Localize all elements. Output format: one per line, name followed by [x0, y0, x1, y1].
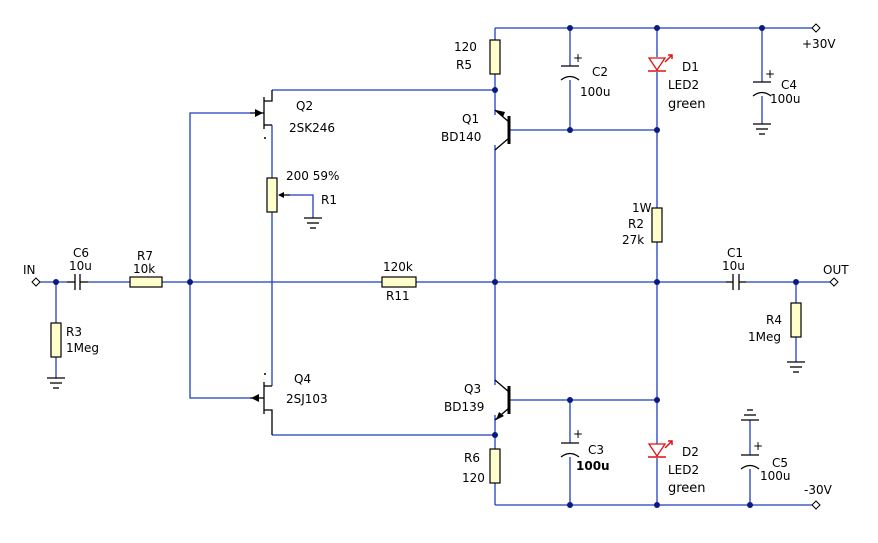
- npn-transistor-q3[interactable]: [494, 379, 511, 421]
- resistor-r7[interactable]: [129, 276, 163, 288]
- r6-value: 120: [462, 471, 485, 485]
- r5-name: R5: [456, 58, 472, 72]
- r11-value: 120k: [383, 260, 413, 274]
- q4-part: 2SJ103: [286, 392, 328, 406]
- c5-value: 100u: [760, 469, 791, 483]
- d2-part: LED2: [668, 463, 699, 477]
- q3-part: BD139: [444, 400, 484, 414]
- led-d2[interactable]: [647, 440, 673, 458]
- output-terminal[interactable]: [829, 277, 839, 287]
- c3-value: 100u: [576, 459, 610, 473]
- c2-value: 100u: [580, 85, 611, 99]
- d1-color: green: [668, 97, 706, 112]
- resistor-r4[interactable]: [790, 302, 802, 338]
- potentiometer-r1[interactable]: [266, 177, 290, 213]
- capacitor-c2[interactable]: +: [560, 51, 583, 81]
- led-d1[interactable]: [647, 54, 673, 72]
- q4-name: Q4: [294, 372, 311, 386]
- r6-name: R6: [464, 451, 480, 465]
- c3-name: C3: [588, 443, 604, 457]
- c4-name: C4: [781, 78, 797, 92]
- r3-value: 1Meg: [66, 341, 99, 355]
- d1-name: D1: [682, 60, 699, 74]
- out-label: OUT: [823, 263, 849, 277]
- capacitor-c4[interactable]: +: [752, 67, 775, 97]
- c6-value: 10u: [69, 259, 92, 273]
- c5-plus-sign: +: [753, 439, 763, 453]
- capacitor-c5[interactable]: +: [740, 439, 763, 470]
- c2-name: C2: [592, 65, 608, 79]
- c4-value: 100u: [770, 92, 801, 106]
- r1-value: 200 59%: [286, 169, 339, 183]
- r1-name: R1: [321, 193, 337, 207]
- c5-name: C5: [772, 456, 788, 470]
- r2-name: R2: [628, 217, 644, 231]
- r5-value: 120: [454, 40, 477, 54]
- resistor-r6[interactable]: [489, 448, 501, 484]
- ground-c5: [741, 409, 759, 421]
- d2-name: D2: [682, 445, 699, 459]
- positive-supply-label: +30V: [802, 37, 836, 51]
- in-label: IN: [23, 263, 36, 277]
- q2-part: 2SK246: [289, 121, 335, 135]
- wires: [36, 27, 832, 506]
- positive-supply-terminal[interactable]: [811, 23, 821, 33]
- labels: IN OUT +30V -30V C6 10u R7 10k R3 1Meg Q…: [23, 37, 849, 497]
- capacitor-c3[interactable]: +: [560, 427, 583, 458]
- jfet-q4[interactable]: [250, 373, 273, 435]
- r2-power: 1W: [632, 201, 652, 215]
- ground-r1: [304, 217, 322, 229]
- resistor-r2[interactable]: [651, 207, 663, 243]
- q3-name: Q3: [464, 382, 481, 396]
- pnp-transistor-q1[interactable]: [494, 109, 511, 151]
- r4-value: 1Meg: [748, 330, 781, 344]
- c6-name: C6: [73, 246, 89, 260]
- junctions: [53, 25, 799, 508]
- resistor-r5[interactable]: [489, 39, 501, 75]
- c4-plus-sign: +: [765, 67, 775, 81]
- r2-value: 27k: [622, 233, 644, 247]
- q1-part: BD140: [441, 130, 481, 144]
- r7-name: R7: [137, 249, 153, 263]
- c1-name: C1: [727, 246, 743, 260]
- r3-name: R3: [66, 325, 82, 339]
- c3-plus-sign: +: [573, 427, 583, 441]
- negative-supply-terminal[interactable]: [811, 500, 821, 510]
- q1-name: Q1: [462, 112, 479, 126]
- input-terminal[interactable]: [31, 277, 41, 287]
- r4-name: R4: [766, 313, 782, 327]
- negative-supply-label: -30V: [804, 483, 833, 497]
- c2-plus-sign: +: [573, 51, 583, 65]
- resistor-r11[interactable]: [381, 276, 417, 288]
- capacitor-c6[interactable]: [67, 274, 88, 290]
- jfet-q2[interactable]: [250, 90, 273, 139]
- ground-r3: [47, 377, 65, 389]
- q2-name: Q2: [296, 99, 313, 113]
- resistor-r3[interactable]: [50, 322, 62, 358]
- c1-value: 10u: [722, 259, 745, 273]
- r7-value: 10k: [133, 262, 155, 276]
- capacitor-c1[interactable]: [726, 274, 746, 290]
- d2-color: green: [668, 481, 706, 496]
- r11-name: R11: [386, 289, 410, 303]
- ground-c4: [753, 123, 771, 135]
- ground-r4: [787, 361, 805, 373]
- d1-part: LED2: [668, 78, 699, 92]
